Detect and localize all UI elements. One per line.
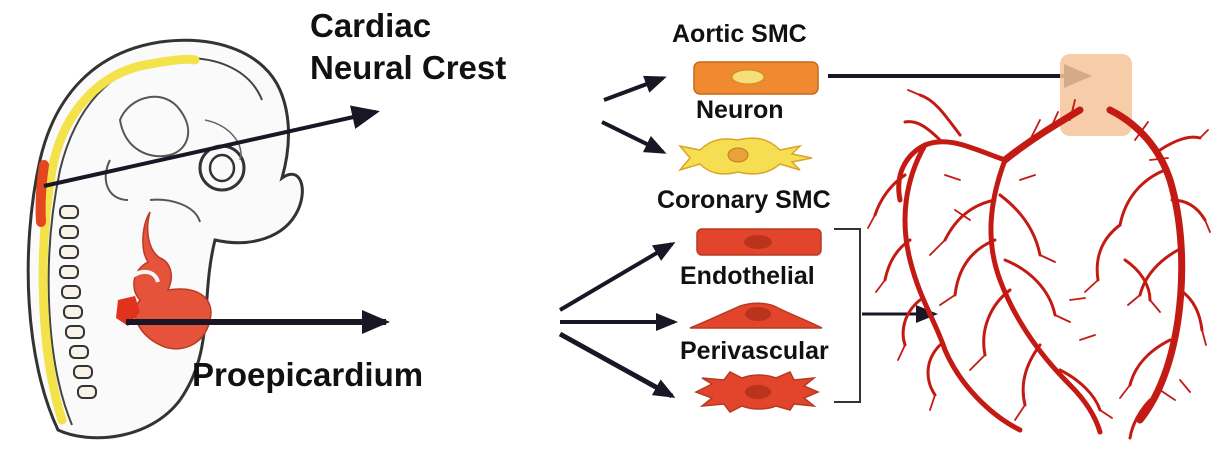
coronary-vessel-tree-illustration xyxy=(868,54,1210,438)
label-coronary-smc: Coronary SMC xyxy=(657,187,831,215)
arrow-to-coronary xyxy=(560,244,672,310)
arrow-to-perivascular xyxy=(560,334,672,396)
aortic-smc-cell-icon xyxy=(694,62,818,94)
label-cardiac: Cardiac xyxy=(310,8,431,44)
bracket xyxy=(834,229,860,402)
neuron-cell-icon xyxy=(680,138,812,174)
label-endothelial: Endothelial xyxy=(680,263,815,291)
coronary-smc-cell-icon xyxy=(697,229,821,255)
neural-crest-segment xyxy=(41,165,44,222)
perivascular-cell-icon xyxy=(696,372,818,412)
endothelial-cell-icon xyxy=(690,303,822,328)
label-aortic-smc: Aortic SMC xyxy=(672,21,807,49)
label-proepicardium: Proepicardium xyxy=(192,357,423,393)
label-perivascular: Perivascular xyxy=(680,338,829,366)
label-neuron: Neuron xyxy=(696,97,784,125)
label-neural-crest: Neural Crest xyxy=(310,50,506,86)
arrow-to-neuron xyxy=(602,122,663,152)
arrow-to-aortic xyxy=(604,78,663,100)
